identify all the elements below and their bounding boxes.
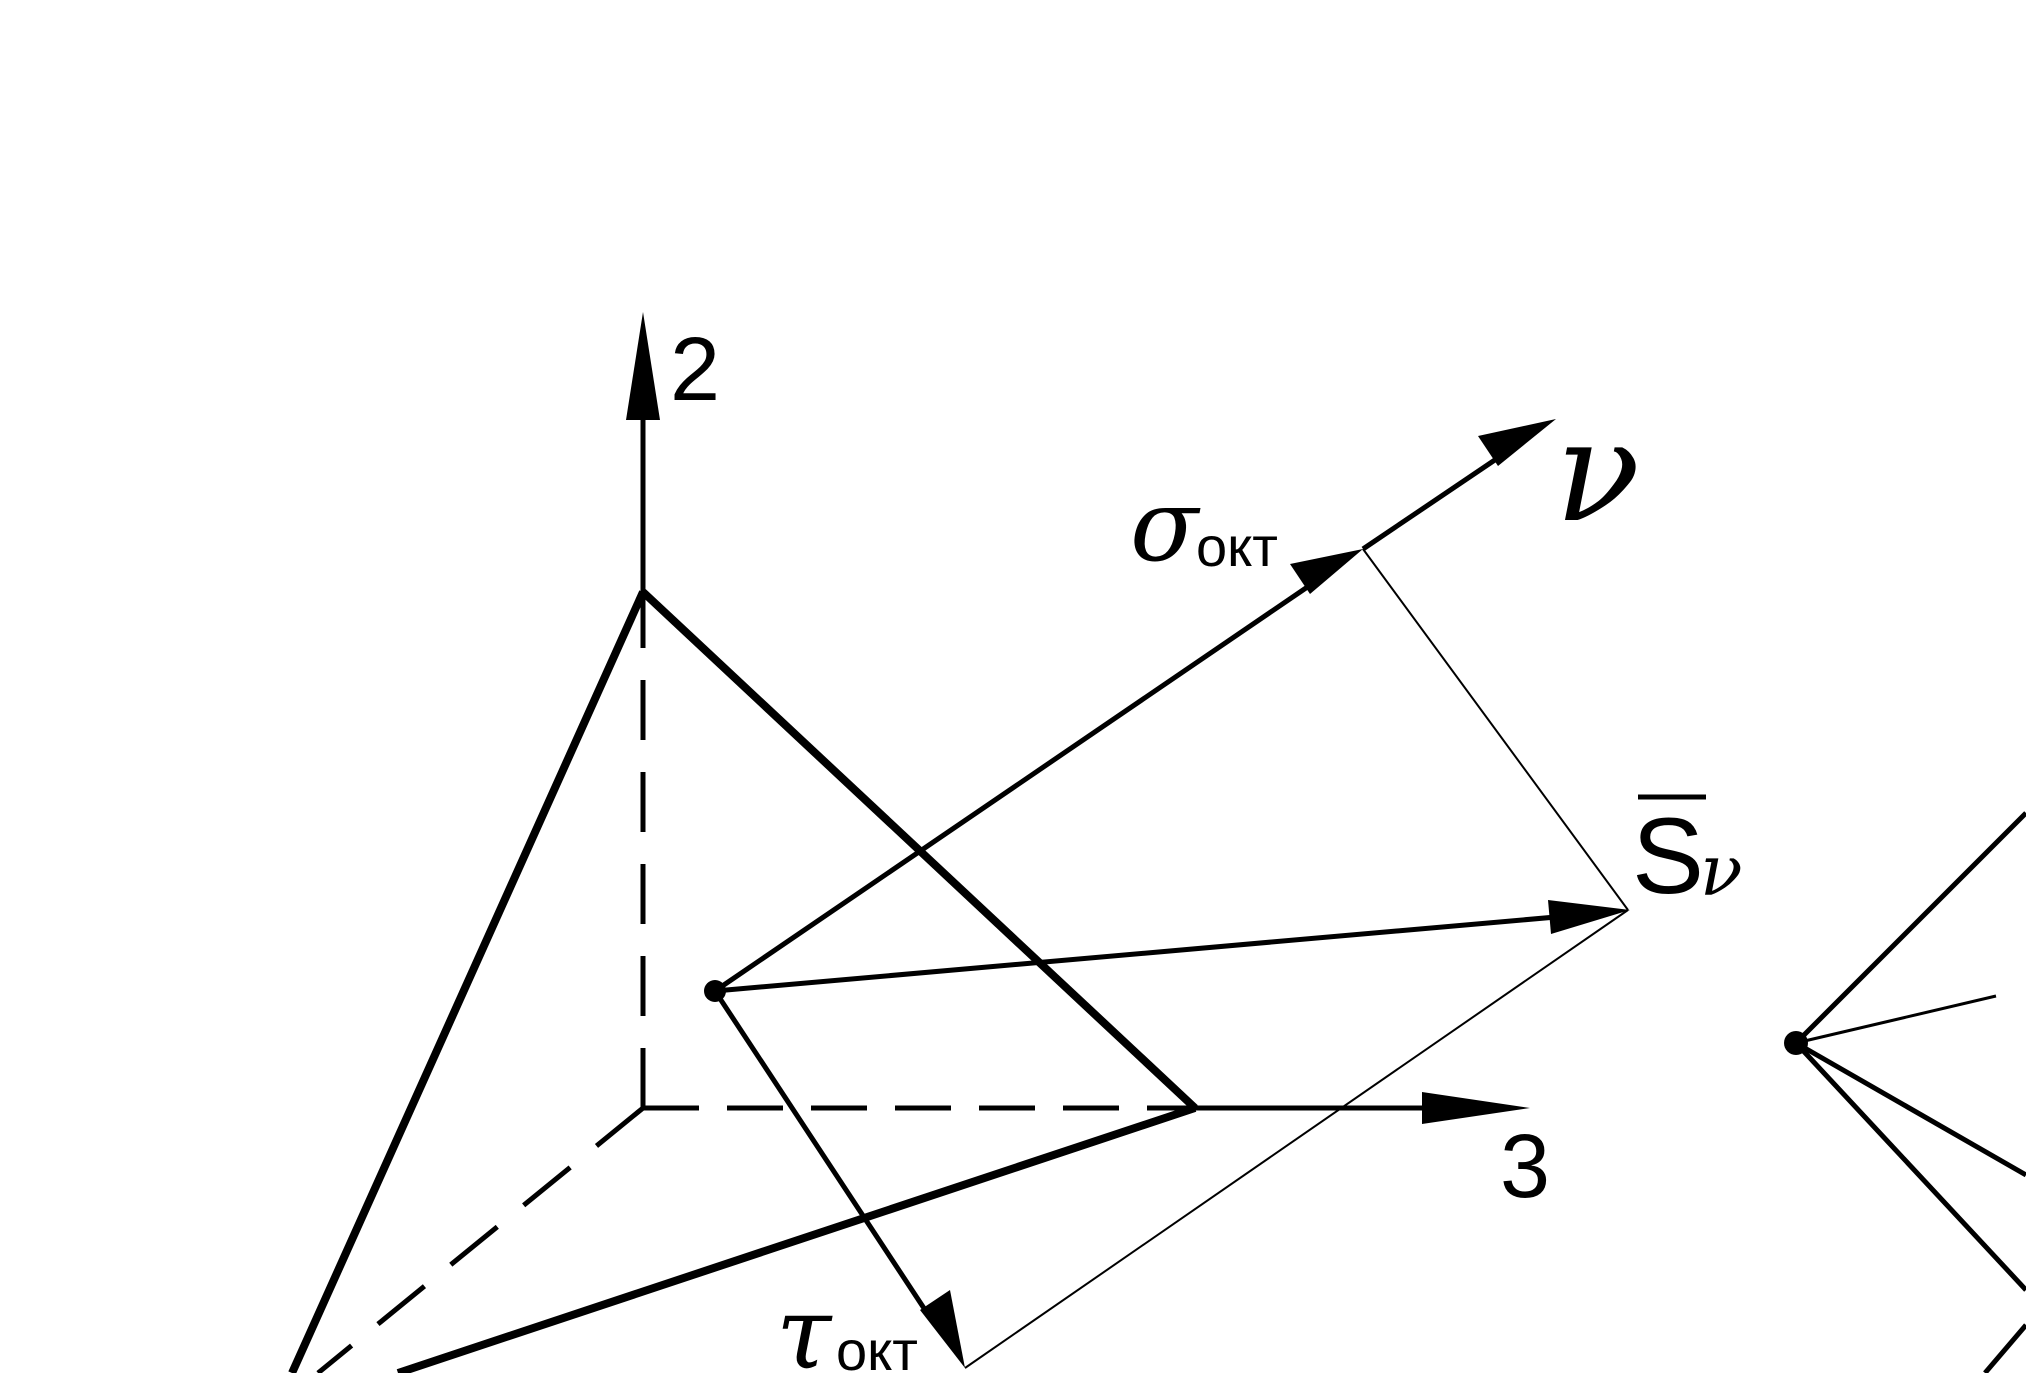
axis2-arrowhead (626, 312, 660, 420)
plane-edge-axis2-to-axis1 (288, 590, 647, 1373)
tau-oct-subscript: окт (836, 1319, 918, 1373)
second-figure-vector-thin (1795, 994, 1997, 1045)
normal-arrowhead (1478, 419, 1556, 466)
axis1-dashed-segment (316, 1106, 645, 1373)
second-figure-edge-upper (1794, 811, 2026, 1045)
second-figure-edge-bottom (1983, 1323, 2026, 1373)
sigma-oct-arrowhead (1290, 549, 1363, 594)
stress-vector-subscript: ν (1700, 830, 1743, 912)
tau-oct-arrowhead (920, 1290, 965, 1368)
normal-label: ν (1555, 391, 1640, 554)
normal-vector (1361, 440, 1522, 552)
construction-line-tau-to-S (964, 909, 1629, 1369)
stress-vector-arrowhead (1548, 900, 1630, 934)
sigma-oct-symbol: σ (1130, 467, 1201, 584)
construction-line-sigma-to-S (1362, 548, 1629, 911)
axis3-label: 3 (1500, 1117, 1550, 1217)
second-figure-edge-lower (1794, 1041, 2026, 1292)
second-figure-point (1784, 1031, 1808, 1055)
axis2-label: 2 (670, 320, 720, 420)
second-figure-edge-middle (1794, 1040, 2026, 1178)
tau-oct-symbol: τ (776, 1275, 833, 1373)
sigma-oct-subscript: окт (1196, 515, 1278, 578)
plane-edge-axis3-to-axis1 (396, 1104, 1197, 1373)
axis3-arrowhead (1422, 1092, 1530, 1124)
stress-vector (714, 911, 1591, 994)
tau-oct-vector (712, 989, 938, 1327)
stress-vector-symbol: S (1632, 795, 1704, 916)
point-on-plane (704, 980, 726, 1002)
sigma-oct-vector (713, 572, 1327, 994)
